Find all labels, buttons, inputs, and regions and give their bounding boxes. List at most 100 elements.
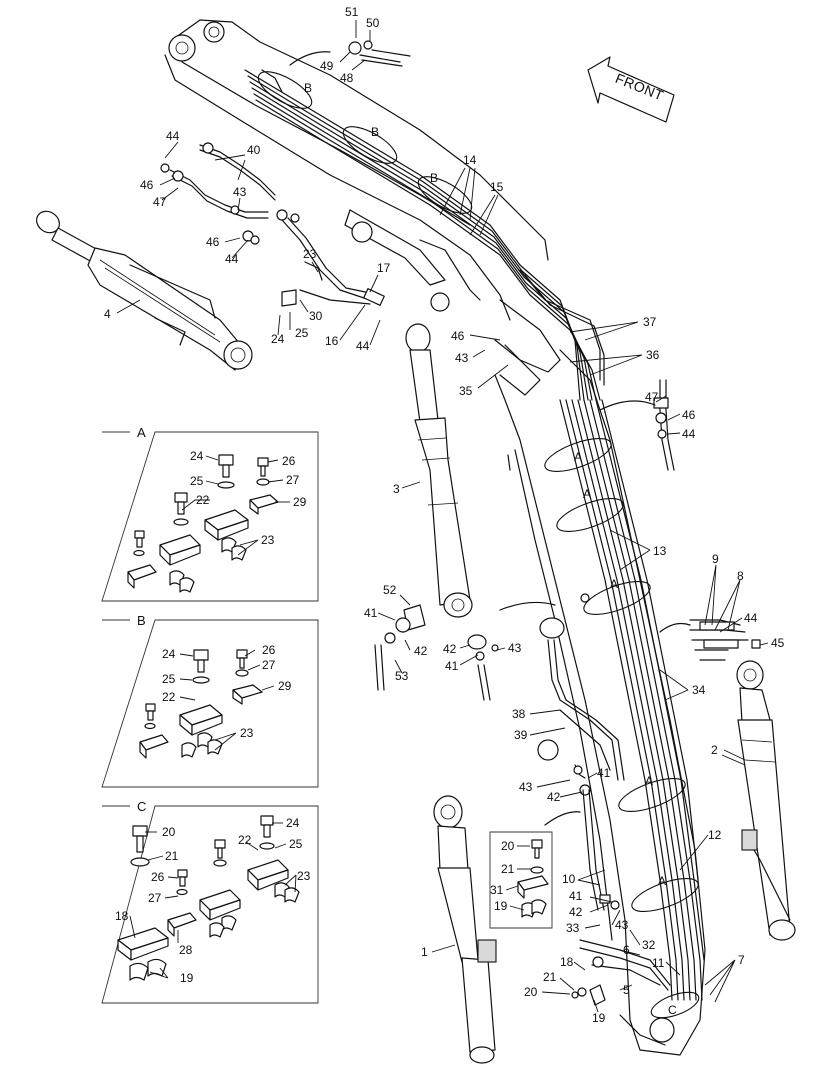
callout: 25	[190, 474, 204, 488]
front-arrow: FRONT	[587, 56, 675, 123]
callout: 41	[597, 766, 611, 780]
callout: 44	[744, 611, 758, 625]
callout: 20	[162, 825, 176, 839]
detail-box-d	[489, 831, 553, 929]
callout: 27	[286, 473, 300, 487]
callout: 52	[383, 583, 397, 597]
callout: 16	[325, 334, 339, 348]
callout: 11	[652, 956, 665, 970]
callout: 42	[569, 905, 583, 919]
callout: 44	[225, 252, 239, 266]
leader-lines	[116, 20, 769, 1013]
clamp-mark: C	[668, 1003, 677, 1017]
callout: 42	[547, 790, 561, 804]
callout: 5	[623, 983, 630, 997]
pipe-group-bottom	[571, 939, 671, 1006]
callout: 2	[711, 743, 718, 757]
callout: 42	[443, 642, 457, 656]
detail-box-c-title: C	[137, 799, 146, 814]
callout: 46	[206, 235, 220, 249]
callout: 22	[196, 493, 210, 507]
callout: 39	[514, 728, 528, 742]
clamp-rings-b: B B B	[257, 71, 473, 214]
callout: 43	[455, 351, 469, 365]
callout: 13	[653, 544, 667, 558]
callout: 50	[366, 16, 380, 30]
callout: 17	[377, 261, 391, 275]
callout: 41	[445, 659, 459, 673]
callout: 25	[162, 672, 176, 686]
callout: 23	[303, 247, 317, 261]
callout: 3	[393, 482, 400, 496]
callout: 15	[490, 180, 504, 194]
callout-labels: 51 50 49 48 14 15 44 40 46 47 43 46 44 2…	[104, 5, 785, 1025]
clamp-mark: A	[645, 774, 653, 788]
callout: 38	[512, 707, 526, 721]
callout: 19	[180, 971, 194, 985]
boom-hoses	[244, 69, 605, 401]
callout: 37	[643, 315, 657, 329]
callout: 12	[708, 828, 722, 842]
callout: 32	[642, 938, 656, 952]
callout: 24	[190, 449, 204, 463]
callout: 22	[238, 833, 252, 847]
detail-box-b: B	[101, 613, 319, 788]
callout: 46	[451, 329, 465, 343]
pipe-group-center	[374, 593, 625, 911]
callout: 46	[682, 408, 696, 422]
callout: 29	[278, 679, 292, 693]
callout: 24	[162, 647, 176, 661]
callout: 24	[271, 332, 285, 346]
callout: 44	[682, 427, 696, 441]
callout: 19	[592, 1011, 606, 1025]
detail-box-a-title: A	[137, 425, 146, 440]
callout: 22	[162, 690, 176, 704]
hose-assembly-left	[160, 142, 385, 307]
arm	[494, 349, 706, 1056]
callout: 6	[623, 943, 630, 957]
callout: 33	[566, 921, 580, 935]
callout: 49	[320, 59, 334, 73]
callout: 20	[501, 839, 515, 853]
callout: 42	[414, 644, 428, 658]
clamp-mark: A	[658, 874, 666, 888]
callout: 43	[508, 641, 522, 655]
top-fittings	[261, 40, 411, 93]
callout: 44	[166, 129, 180, 143]
callout: 41	[569, 889, 583, 903]
callout: 53	[395, 669, 409, 683]
clamp-mark: B	[430, 171, 438, 185]
callout: 47	[153, 195, 167, 209]
callout: 26	[282, 454, 296, 468]
callout: 41	[364, 606, 378, 620]
callout: 26	[151, 870, 165, 884]
callout: 23	[297, 869, 311, 883]
callout: 51	[345, 5, 359, 19]
callout: 34	[692, 683, 706, 697]
callout: 25	[289, 837, 303, 851]
callout: 43	[233, 185, 247, 199]
detail-box-a: A	[101, 425, 319, 602]
callout: 48	[340, 71, 354, 85]
boom	[164, 19, 561, 396]
callout: 24	[286, 816, 300, 830]
callout: 23	[261, 533, 275, 547]
clamp-mark: A	[610, 577, 618, 591]
callout: 7	[738, 953, 745, 967]
hose-group-8-9	[659, 619, 761, 661]
callout: 18	[115, 909, 129, 923]
detail-box-b-title: B	[137, 613, 146, 628]
callout: 30	[309, 309, 323, 323]
clamp-rings-a: A A A A A C	[544, 438, 700, 1019]
callout: 21	[165, 849, 179, 863]
callout: 45	[771, 636, 785, 650]
callout: 44	[356, 339, 370, 353]
clamp-mark: A	[583, 487, 591, 501]
clamp-mark: B	[304, 81, 312, 95]
right-fittings	[599, 379, 675, 471]
callout: 4	[104, 307, 111, 321]
callout: 36	[646, 348, 660, 362]
callout: 31	[490, 883, 504, 897]
callout: 18	[560, 955, 574, 969]
